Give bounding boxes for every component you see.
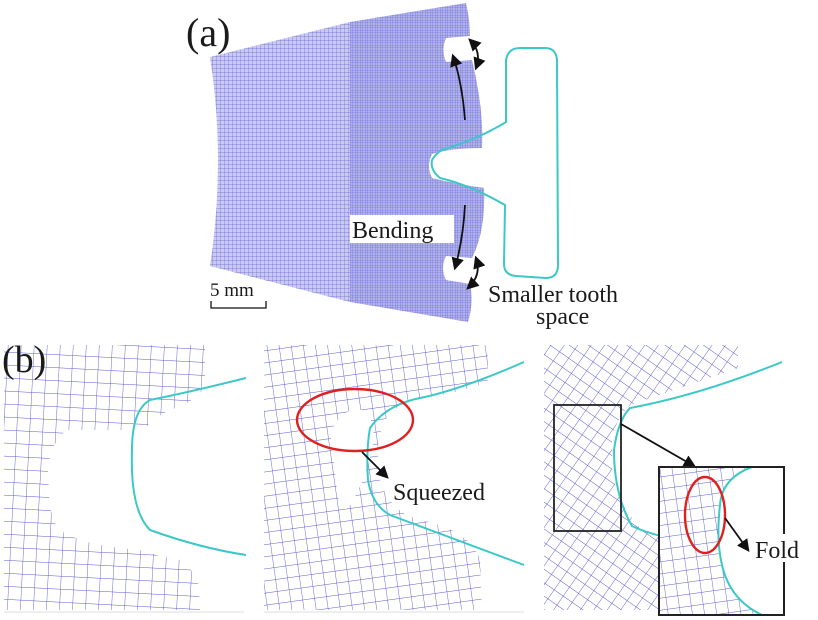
scale-bar: 5 mm <box>210 280 267 309</box>
panel-b-label: (b) <box>2 339 46 381</box>
fold-arrow <box>724 517 750 553</box>
smaller-tooth-space-label-line1: Smaller tooth <box>488 282 618 308</box>
tooth-space-arrow-lower <box>466 255 486 290</box>
tooth-space-arrow-upper <box>468 38 486 71</box>
panel-b-mesh-1 <box>4 345 247 613</box>
panel-b-mesh-2: Squeezed <box>264 345 525 613</box>
bending-label-bg <box>350 215 454 243</box>
tool-outline-2 <box>366 361 525 566</box>
bending-arrow-upper <box>450 53 466 121</box>
tool-outline-1 <box>130 377 247 556</box>
fold-label: Fold <box>755 538 799 564</box>
gear-mesh-coarse <box>210 22 350 302</box>
gear-mesh-fine <box>350 3 485 322</box>
panel-b: (b) Squeezed <box>2 339 812 616</box>
bending-arrow-lower <box>451 204 466 271</box>
bending-label: Bending <box>352 218 433 244</box>
fold-highlight-ellipse <box>683 475 727 555</box>
zoom-arrow <box>620 423 697 468</box>
tool-outline-3 <box>612 361 783 546</box>
scale-bar-line <box>210 301 267 309</box>
squeezed-label: Squeezed <box>393 480 485 506</box>
smaller-tooth-space-label-line2: space <box>536 304 589 330</box>
panel-a: (a) Bending Smaller tooth space 5 mm <box>186 3 618 330</box>
squeezed-arrow <box>361 451 389 479</box>
fold-inset: Fold <box>658 466 812 616</box>
zoom-source-box <box>553 404 622 532</box>
panel-a-label: (a) <box>186 10 230 55</box>
tool-outline <box>430 47 560 280</box>
scale-bar-label: 5 mm <box>210 280 254 301</box>
squeezed-highlight-ellipse <box>295 387 415 453</box>
panel-b-mesh-3: Fold <box>544 345 812 616</box>
